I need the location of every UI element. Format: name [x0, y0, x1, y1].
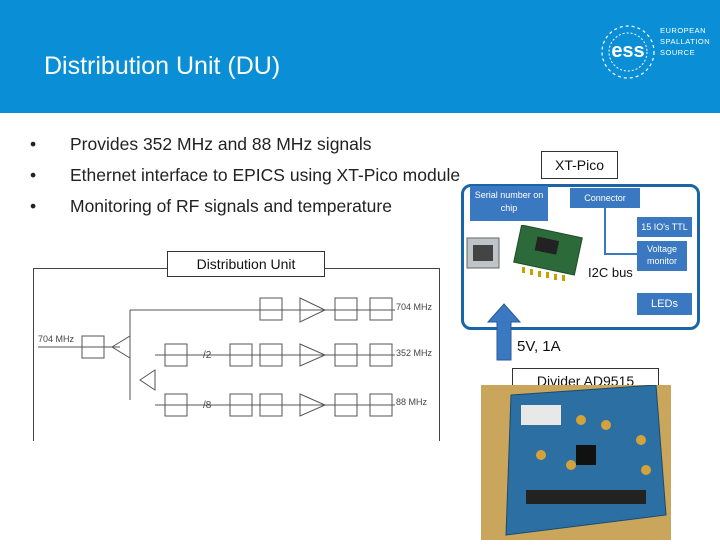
power-label: 5V, 1A [517, 338, 561, 355]
connector-line-h [604, 253, 638, 255]
connector-box: Connector [570, 188, 640, 208]
io-box: 15 IO's TTL [637, 217, 692, 237]
leds-box: LEDs [637, 293, 692, 315]
logo-text: EUROPEAN SPALLATION SOURCE [660, 26, 711, 57]
divider-label-8: /8 [203, 400, 212, 411]
du-label-box: Distribution Unit [167, 251, 325, 277]
slide-header: Distribution Unit (DU) ess EUROPEAN SPAL… [0, 0, 720, 113]
xtpico-title-box: XT-Pico [541, 151, 618, 179]
logo-mark: ess [611, 40, 645, 62]
xtpico-frame [461, 184, 700, 330]
i2c-label: I2C bus [588, 265, 633, 280]
xtpico-module-image [466, 225, 583, 281]
ess-logo: ess EUROPEAN SPALLATION SOURCE [598, 22, 713, 84]
output-label-352: 352 MHz [396, 348, 433, 358]
connector-line [604, 208, 606, 255]
output-label-704: 704 MHz [396, 302, 433, 312]
bullet-item: •Provides 352 MHz and 88 MHz signals [30, 134, 372, 154]
bullet-item: •Monitoring of RF signals and temperatur… [30, 196, 392, 216]
voltage-box: Voltage monitor [637, 241, 687, 271]
bullet-item: •Ethernet interface to EPICS using XT-Pi… [30, 165, 461, 185]
block-diagram [33, 268, 440, 441]
power-arrow-icon [486, 303, 522, 361]
serial-number-box: Serial number on chip [470, 186, 548, 221]
output-label-88: 88 MHz [396, 397, 428, 407]
divider-label-2: /2 [203, 350, 212, 361]
divider-board-image [481, 384, 671, 540]
bullet-list: •Provides 352 MHz and 88 MHz signals •Et… [30, 130, 460, 223]
input-freq-label: 704 MHz [38, 334, 75, 344]
slide-title: Distribution Unit (DU) [44, 52, 281, 80]
